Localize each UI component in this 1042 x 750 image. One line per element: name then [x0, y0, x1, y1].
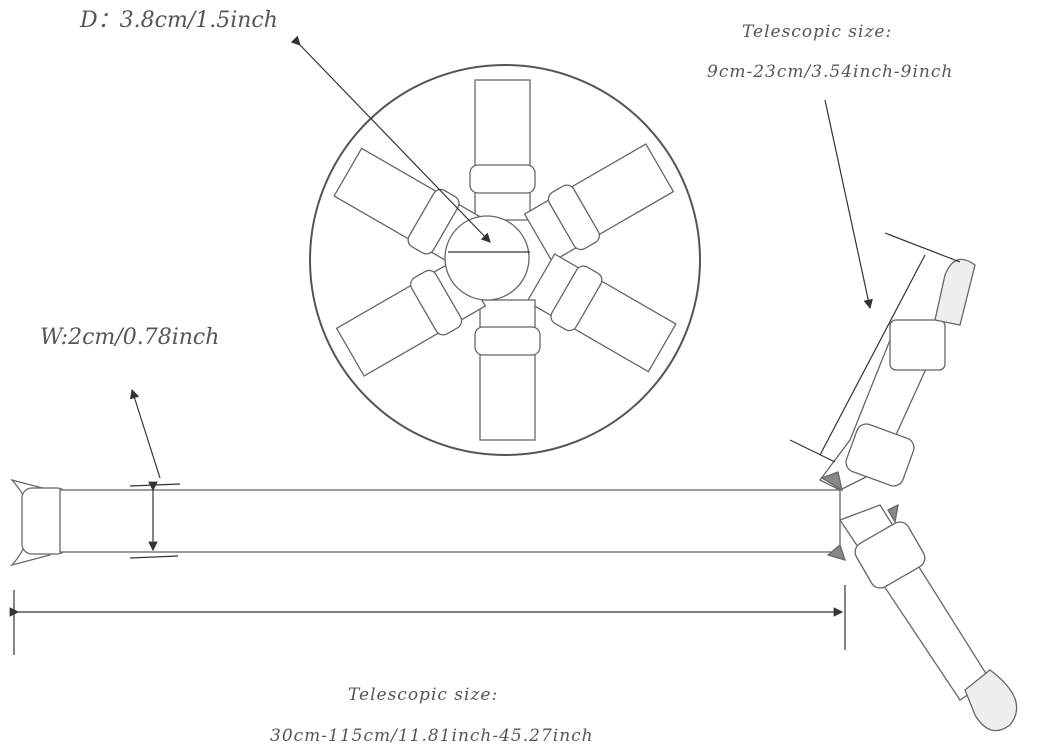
dimension-lines	[9, 35, 961, 655]
short-telescopic-range: 9cm-23cm/3.54inch-9inch	[707, 62, 954, 82]
long-strap	[59, 489, 841, 553]
lower-branch	[839, 504, 991, 701]
short-telescopic-title: Telescopic size:	[742, 22, 893, 42]
diameter-label: D：3.8cm/1.5inch	[80, 8, 278, 33]
long-telescopic-title: Telescopic size:	[348, 685, 499, 705]
width-label: W:2cm/0.78inch	[40, 325, 220, 350]
long-telescopic-range: 30cm-115cm/11.81inch-45.27inch	[270, 726, 594, 746]
